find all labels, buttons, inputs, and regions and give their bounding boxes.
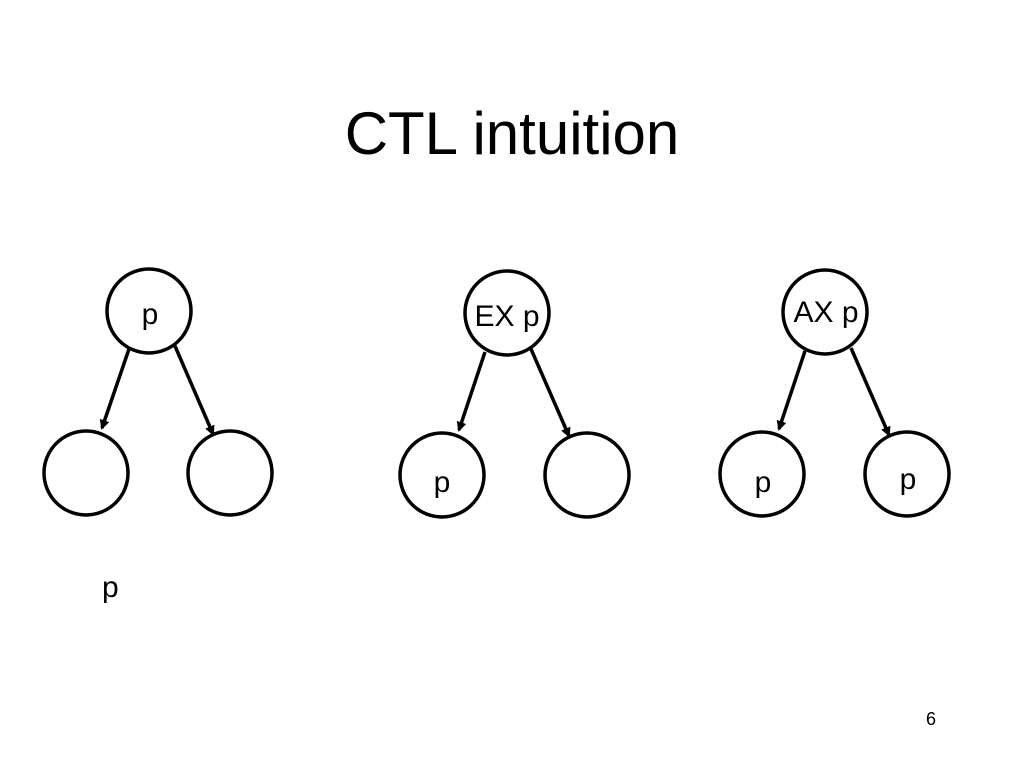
- tree2-root-label: EX p: [474, 300, 539, 333]
- edge-tree2-right: [529, 348, 571, 438]
- tree2-left-label: p: [434, 466, 451, 499]
- tree-ex-p: EX p p: [398, 269, 631, 519]
- tree3-root-node: [781, 268, 869, 356]
- tree2-left-node: [398, 431, 486, 519]
- edge-tree3-left: [776, 350, 807, 431]
- page-number: 6: [925, 709, 936, 729]
- edge-tree1-right: [173, 345, 215, 436]
- tree3-root-label: AX p: [793, 296, 858, 329]
- tree1-right-node: [186, 429, 274, 517]
- edge-tree2-left: [456, 351, 487, 432]
- tree2-right-node: [543, 431, 631, 519]
- edge-tree3-right: [849, 347, 891, 437]
- tree1-root-node: [105, 267, 193, 355]
- tree3-left-label: p: [755, 466, 772, 499]
- tree3-left-node: [718, 430, 806, 518]
- tree1-root-label: p: [142, 298, 159, 331]
- floating-p-label: p: [102, 571, 119, 604]
- edge-tree1-left: [99, 348, 131, 430]
- tree2-root-node: [463, 269, 551, 357]
- tree3-right-label: p: [900, 463, 917, 496]
- slide-title: CTL intuition: [344, 100, 680, 167]
- tree1-left-node: [42, 429, 130, 517]
- tree3-right-node: [863, 430, 951, 518]
- tree-ax-p: AX p p p: [718, 268, 951, 518]
- tree-p: p: [42, 267, 274, 517]
